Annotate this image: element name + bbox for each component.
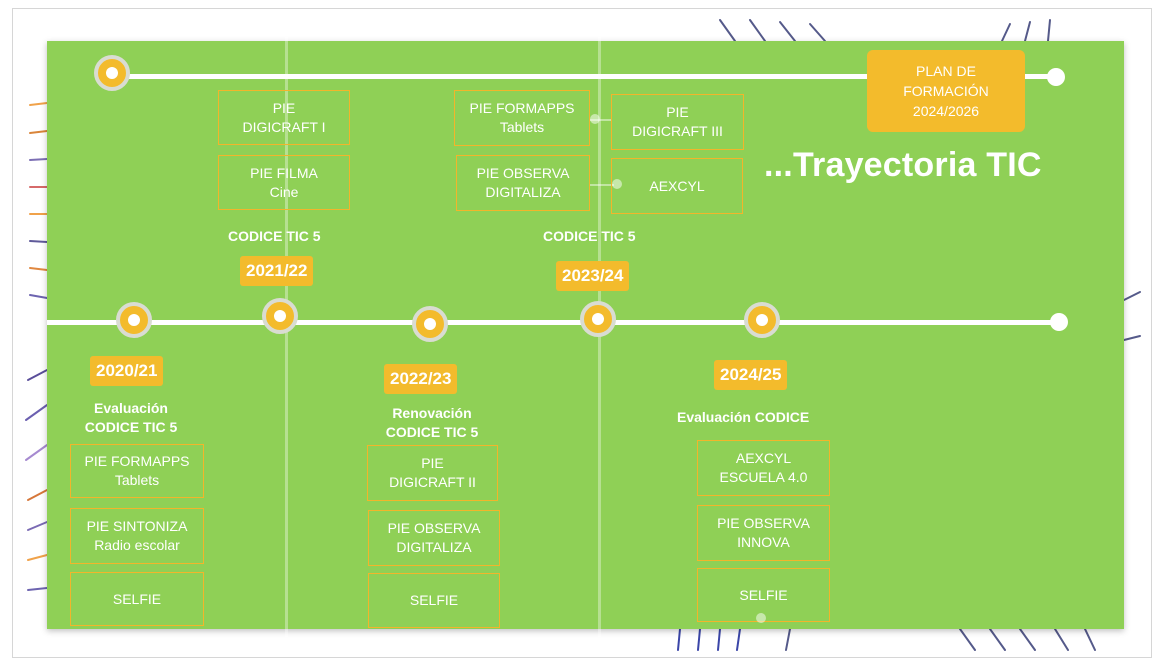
label-evaluacion-2020: Evaluación CODICE TIC 5	[76, 399, 186, 437]
image-frame	[12, 8, 1152, 658]
box-text: AEXCYL	[649, 177, 705, 194]
label-codice-2023: CODICE TIC 5	[543, 228, 636, 244]
box-text: PIE	[272, 99, 296, 116]
box-text: PIE SINTONIZA	[86, 518, 188, 534]
plan-line: 2024/2026	[912, 103, 980, 119]
top-start-node	[94, 55, 130, 91]
main-end-dot	[1050, 313, 1068, 331]
label-line: CODICE TIC 5	[385, 424, 479, 440]
box-formapps-2020: PIE FORMAPPS Tablets	[70, 444, 204, 498]
box-text: PIE OBSERVA	[387, 520, 481, 536]
box-text: DIGICRAFT II	[389, 474, 476, 490]
box-aexcyl-top: AEXCYL	[611, 158, 743, 214]
box-text: INNOVA	[737, 534, 790, 550]
connector	[590, 119, 612, 121]
node-2022	[412, 306, 448, 342]
box-observa-2022: PIE OBSERVA DIGITALIZA	[368, 510, 500, 566]
year-2020: 2020/21	[90, 356, 164, 386]
year-2022: 2022/23	[384, 364, 458, 394]
box-text: Tablets	[114, 472, 160, 488]
box-selfie-2022: SELFIE	[368, 573, 500, 628]
label-line: Renovación	[392, 405, 472, 421]
box-text: SELFIE	[112, 590, 162, 607]
box-text: PIE	[421, 455, 444, 471]
box-formapps-top: PIE FORMAPPS Tablets	[454, 90, 590, 146]
year-2024: 2024/25	[714, 360, 788, 390]
box-text: DIGITALIZA	[396, 539, 472, 555]
box-digicraft-3: PIE DIGICRAFT III	[611, 94, 744, 150]
box-observa-innova: PIE OBSERVA INNOVA	[697, 505, 830, 561]
box-text: Tablets	[499, 119, 545, 135]
box-text: PIE OBSERVA	[717, 515, 810, 531]
main-timeline	[47, 320, 1057, 325]
label-codice-2021: CODICE TIC 5	[228, 228, 321, 244]
box-text: ESCUELA 4.0	[719, 469, 808, 485]
box-text: PIE OBSERVA	[476, 165, 570, 181]
box-text: DIGICRAFT I	[242, 118, 326, 135]
box-text: PIE FORMAPPS	[469, 100, 575, 116]
year-2021: 2021/22	[240, 256, 314, 286]
box-text: PIE FILMA	[250, 164, 318, 181]
box-text: SELFIE	[409, 592, 459, 608]
year-2023: 2023/24	[556, 261, 630, 291]
plan-formacion-badge: PLAN DE FORMACIÓN 2024/2026	[867, 50, 1025, 132]
page-title: ...Trayectoria TIC	[764, 146, 1042, 184]
connector-dot	[590, 114, 600, 124]
plan-line: PLAN DE	[916, 63, 976, 79]
label-line: CODICE TIC 5	[84, 419, 178, 435]
node-2024	[744, 302, 780, 338]
box-text: PIE	[666, 104, 689, 120]
plan-line: FORMACIÓN	[903, 83, 989, 99]
top-timeline	[116, 74, 1056, 79]
label-evaluacion-2024: Evaluación CODICE	[677, 409, 810, 425]
connector-dot	[756, 613, 766, 623]
timeline-panel	[47, 41, 1124, 629]
connector-dot	[612, 179, 622, 189]
box-observa-top: PIE OBSERVA DIGITALIZA	[456, 155, 590, 211]
box-text: DIGITALIZA	[485, 184, 561, 200]
node-2023	[580, 301, 616, 337]
box-text: AEXCYL	[735, 450, 792, 466]
top-end-dot	[1047, 68, 1065, 86]
box-sintoniza: PIE SINTONIZA Radio escolar	[70, 508, 204, 564]
connector	[590, 184, 614, 186]
label-line: Evaluación	[94, 400, 168, 416]
node-2021	[262, 298, 298, 334]
box-text: SELFIE	[739, 586, 788, 603]
box-filma: PIE FILMA Cine	[218, 155, 350, 210]
box-text: Radio escolar	[94, 537, 180, 553]
box-aexcyl-2024: AEXCYL ESCUELA 4.0	[697, 440, 830, 496]
box-text: Cine	[269, 183, 299, 200]
box-text: PIE FORMAPPS	[84, 453, 190, 469]
box-digicraft-1: PIE DIGICRAFT I	[218, 90, 350, 145]
box-selfie-2020: SELFIE	[70, 572, 204, 626]
box-digicraft-2: PIE DIGICRAFT II	[367, 445, 498, 501]
label-renovacion-2022: Renovación CODICE TIC 5	[370, 404, 494, 442]
node-2020	[116, 302, 152, 338]
box-text: DIGICRAFT III	[632, 123, 723, 139]
